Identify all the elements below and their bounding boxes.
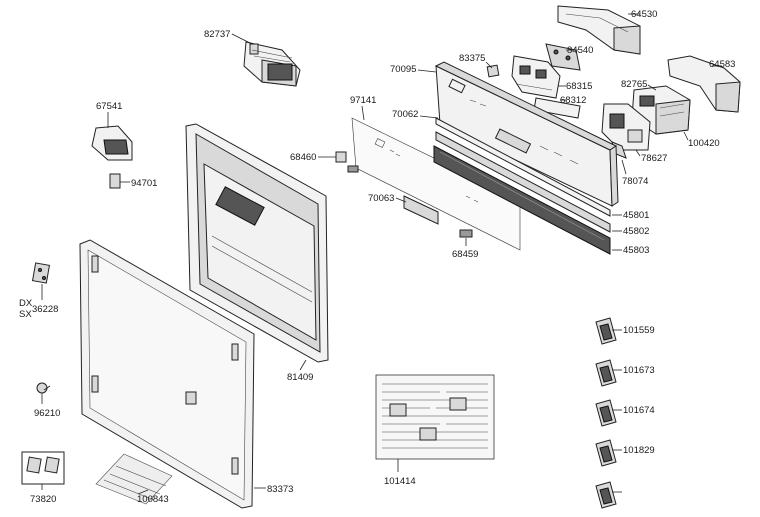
part-101673[interactable]: [595, 359, 622, 387]
part-82737[interactable]: [231, 33, 301, 87]
part-94701[interactable]: [109, 173, 130, 189]
part-64583[interactable]: [667, 55, 741, 113]
part-45803[interactable]: [433, 145, 622, 255]
part-96210[interactable]: [36, 382, 51, 404]
part-83375[interactable]: [485, 61, 500, 78]
label-101414: 101414: [384, 476, 416, 487]
label-64583: 64583: [709, 59, 735, 70]
label-36228: 36228: [32, 304, 58, 315]
part-101829[interactable]: [595, 439, 622, 467]
part-73820[interactable]: [21, 451, 65, 490]
part-70095[interactable]: [417, 61, 619, 207]
label-84540: 84540: [567, 45, 593, 56]
label-dx: DX: [19, 298, 33, 309]
part-unlabeled-bottom[interactable]: [595, 481, 622, 509]
part-78627[interactable]: [601, 103, 651, 157]
label-82737: 82737: [204, 29, 230, 40]
label-83373: 83373: [267, 484, 293, 495]
label-45802: 45802: [623, 226, 649, 237]
label-68315: 68315: [566, 81, 592, 92]
label-45803: 45803: [623, 245, 649, 256]
part-84540[interactable]: [545, 43, 581, 71]
part-68315[interactable]: [511, 55, 566, 99]
part-101559[interactable]: [595, 317, 622, 345]
label-68312: 68312: [560, 95, 586, 106]
label-45801: 45801: [623, 210, 649, 221]
part-68460[interactable]: [318, 151, 359, 173]
label-101674: 101674: [623, 405, 655, 416]
label-81409: 81409: [287, 372, 313, 383]
label-78627: 78627: [641, 153, 667, 164]
part-101674[interactable]: [595, 399, 622, 427]
label-64530: 64530: [631, 9, 657, 20]
label-70095: 70095: [390, 64, 416, 75]
label-101673: 101673: [623, 365, 655, 376]
label-101829: 101829: [623, 445, 655, 456]
part-45801[interactable]: [435, 117, 622, 217]
label-70062: 70062: [392, 109, 418, 120]
label-94701: 94701: [131, 178, 157, 189]
part-100843[interactable]: [95, 453, 173, 505]
part-68459[interactable]: [459, 229, 473, 246]
part-101414[interactable]: [375, 374, 495, 472]
label-73820: 73820: [30, 494, 56, 505]
label-97141: 97141: [350, 95, 376, 106]
label-101559: 101559: [623, 325, 655, 336]
label-78074: 78074: [622, 176, 648, 187]
part-64530[interactable]: [557, 5, 641, 55]
part-70063[interactable]: [395, 195, 439, 225]
part-45802[interactable]: [435, 131, 622, 233]
label-83375: 83375: [459, 53, 485, 64]
label-100843: 100843: [137, 494, 169, 505]
label-68460: 68460: [290, 152, 316, 163]
part-81409[interactable]: [185, 123, 329, 371]
label-68459: 68459: [452, 249, 478, 260]
label-100420: 100420: [688, 138, 720, 149]
part-83373[interactable]: [79, 239, 266, 509]
label-sx: SX: [19, 309, 32, 320]
part-67541[interactable]: [91, 112, 133, 161]
label-96210: 96210: [34, 408, 60, 419]
label-70063: 70063: [368, 193, 394, 204]
label-82765: 82765: [621, 79, 647, 90]
label-67541: 67541: [96, 101, 122, 112]
part-36228[interactable]: [31, 262, 51, 300]
